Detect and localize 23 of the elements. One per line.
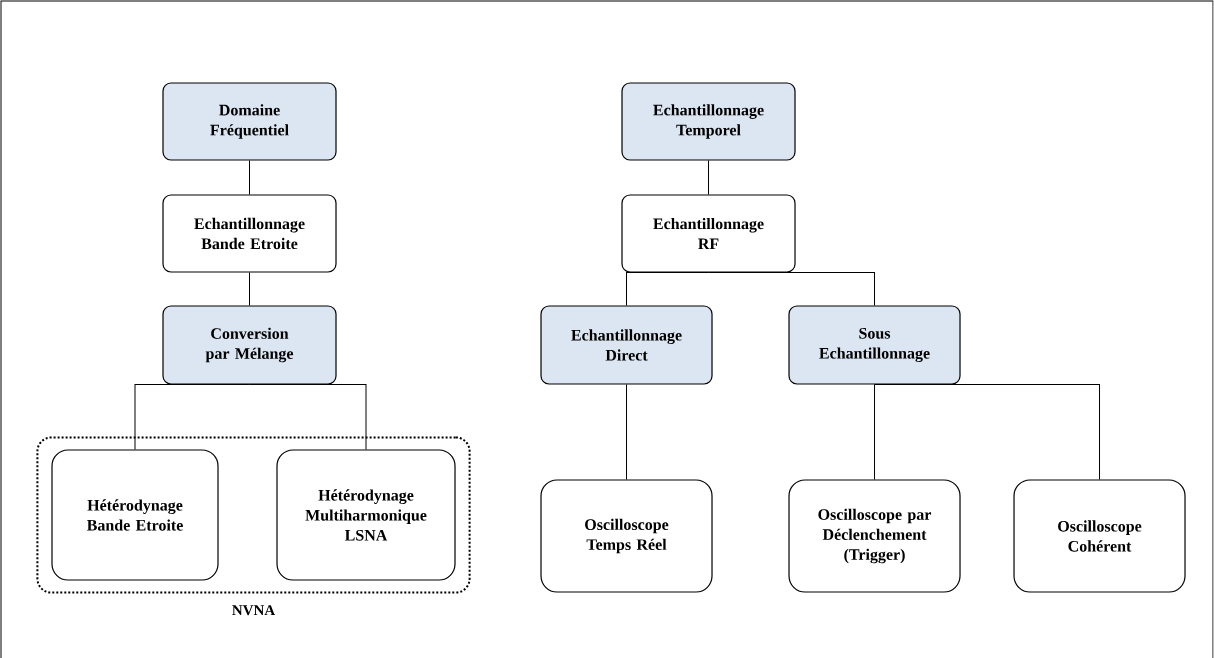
- category-box: Echantillonnage Direct: [540, 305, 713, 385]
- method-box: Oscilloscope Cohérent: [1013, 479, 1186, 593]
- connector: [134, 384, 250, 450]
- node-label: NVNA: [232, 605, 276, 616]
- connector: [249, 272, 250, 306]
- category-box: Sous Echantillonnage: [788, 305, 961, 385]
- method-box: Oscilloscope par Déclenchement (Trigger): [788, 479, 961, 593]
- method-box: Hétérodynage Bande Etroite: [51, 449, 219, 581]
- category-box: Echantillonnage Temporel: [621, 82, 796, 161]
- connector: [626, 384, 627, 480]
- method-box: Echantillonnage Bande Etroite: [162, 194, 337, 273]
- connector: [708, 160, 709, 195]
- connector: [626, 272, 709, 306]
- method-box: Oscilloscope Temps Réel: [540, 479, 713, 593]
- connector: [249, 160, 250, 195]
- connector: [874, 384, 875, 480]
- method-box: Echantillonnage RF: [621, 194, 796, 273]
- method-box: Hétérodynage Multiharmonique LSNA: [276, 449, 456, 581]
- connector: [874, 384, 1100, 480]
- connector: [708, 272, 875, 306]
- category-box: Domaine Fréquentiel: [162, 82, 337, 161]
- category-box: Conversion par Mélange: [162, 305, 337, 385]
- connector: [249, 384, 367, 450]
